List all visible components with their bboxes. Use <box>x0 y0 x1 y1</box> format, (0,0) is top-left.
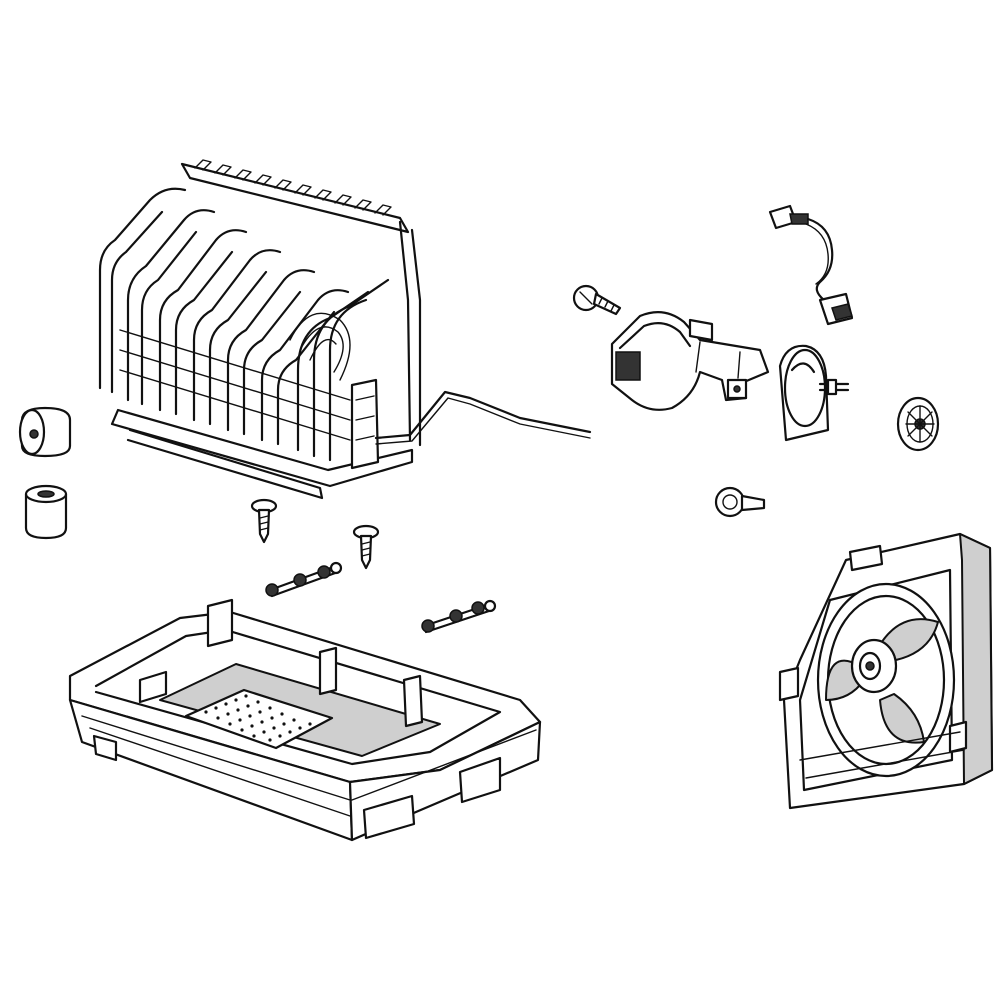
fan-shroud[interactable] <box>778 532 994 810</box>
bolt-assemblies[interactable] <box>265 561 497 634</box>
screws[interactable] <box>250 284 766 570</box>
screw-icon <box>714 486 766 518</box>
bolt-icon <box>421 599 497 634</box>
screw-icon <box>352 524 380 570</box>
bolt-icon <box>265 561 343 598</box>
header-ridges-icon <box>194 159 392 216</box>
grommet-top[interactable] <box>18 406 72 458</box>
screw-icon <box>250 498 278 544</box>
grommet-bottom[interactable] <box>24 484 68 540</box>
grommet-hole-icon <box>29 429 39 439</box>
coil-inner-loops-icon <box>119 312 351 441</box>
hub-spokes-icon <box>905 405 935 443</box>
fan-motor-bracket[interactable] <box>610 311 770 411</box>
fan-blade-hub[interactable] <box>896 396 940 452</box>
screw-icon <box>572 284 622 316</box>
evaporator-fan-motor[interactable] <box>778 344 850 442</box>
evaporator-drain-pan[interactable] <box>68 598 542 842</box>
evaporator-coil[interactable] <box>98 159 592 500</box>
coil-tubes-icon <box>98 187 422 462</box>
fan-blade-icon <box>825 618 939 744</box>
motor-wire-harness[interactable] <box>768 204 854 326</box>
drain-holes-icon <box>204 694 312 742</box>
